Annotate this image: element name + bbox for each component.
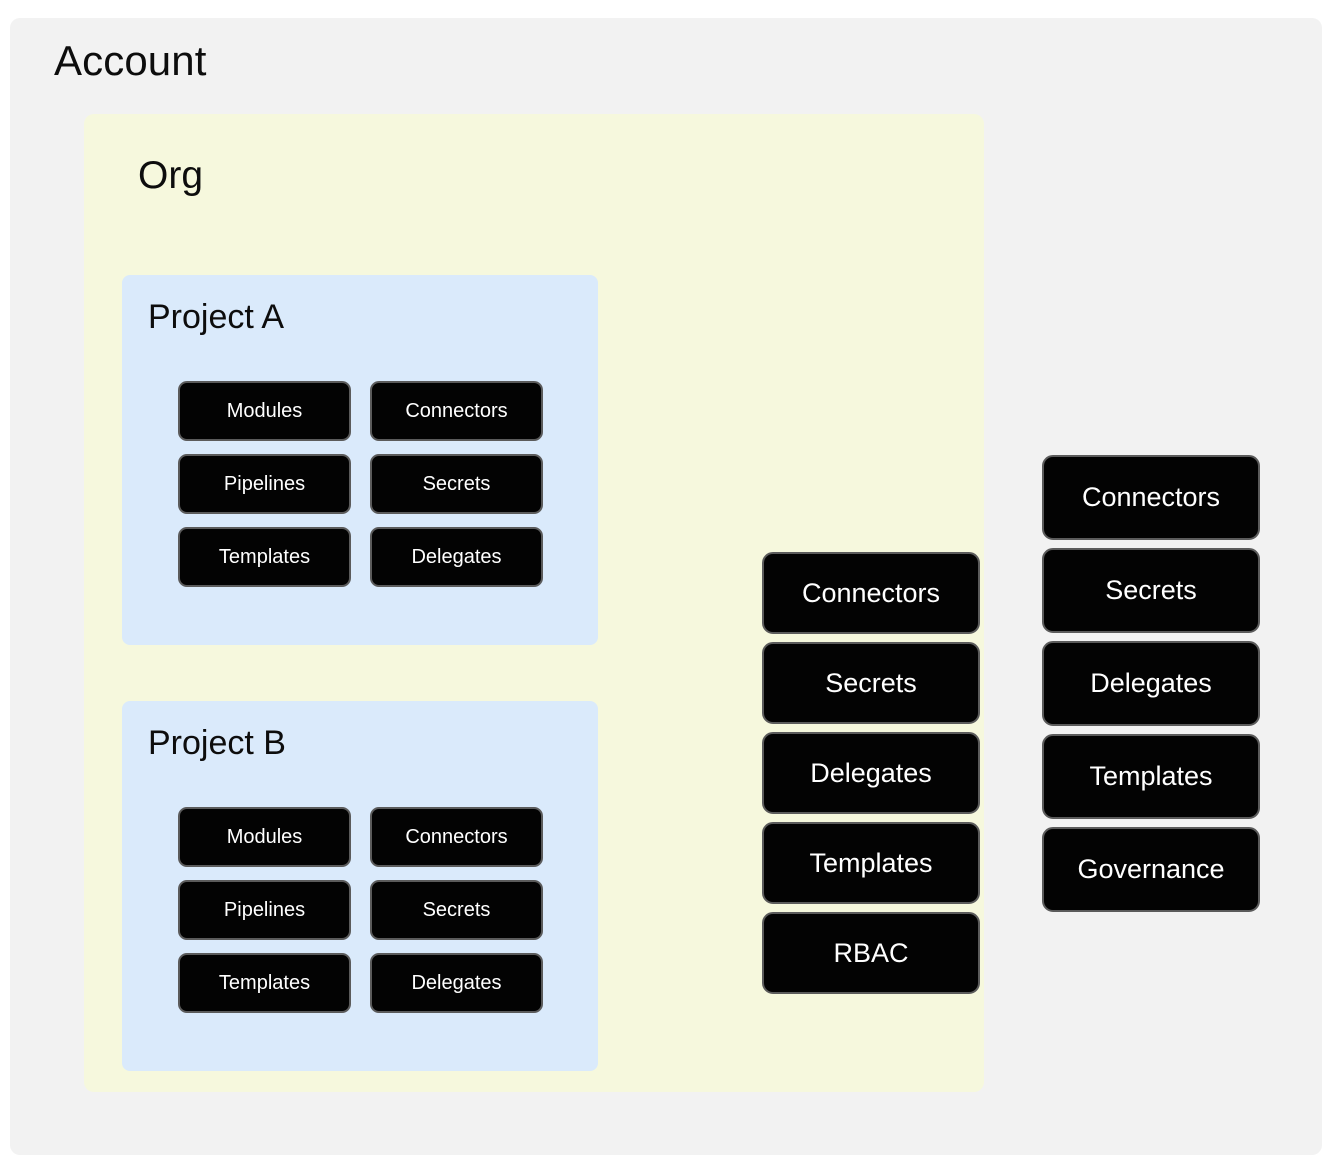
project-a-resource-secrets[interactable]: Secrets: [370, 454, 543, 514]
project-a-resource-modules[interactable]: Modules: [178, 381, 351, 441]
org-scope-container: Org Project A Modules Connectors Pipelin…: [84, 114, 984, 1092]
org-resource-delegates[interactable]: Delegates: [762, 732, 980, 814]
org-title: Org: [138, 154, 204, 197]
account-resource-connectors[interactable]: Connectors: [1042, 455, 1260, 540]
project-b-resource-secrets[interactable]: Secrets: [370, 880, 543, 940]
project-b-resource-pipelines[interactable]: Pipelines: [178, 880, 351, 940]
project-b-resource-templates[interactable]: Templates: [178, 953, 351, 1013]
account-resource-delegates[interactable]: Delegates: [1042, 641, 1260, 726]
account-resource-stack: Connectors Secrets Delegates Templates G…: [1042, 455, 1260, 912]
project-b-title: Project B: [148, 724, 286, 762]
account-title: Account: [54, 37, 207, 84]
org-resource-rbac[interactable]: RBAC: [762, 912, 980, 994]
account-resource-templates[interactable]: Templates: [1042, 734, 1260, 819]
project-a-resource-templates[interactable]: Templates: [178, 527, 351, 587]
project-b-resource-connectors[interactable]: Connectors: [370, 807, 543, 867]
project-b-resource-grid: Modules Connectors Pipelines Secrets Tem…: [178, 807, 543, 1013]
project-b-container: Project B Modules Connectors Pipelines S…: [122, 701, 598, 1071]
account-resource-secrets[interactable]: Secrets: [1042, 548, 1260, 633]
org-resource-connectors[interactable]: Connectors: [762, 552, 980, 634]
org-resource-stack: Connectors Secrets Delegates Templates R…: [762, 552, 980, 994]
project-b-resource-modules[interactable]: Modules: [178, 807, 351, 867]
project-a-resource-pipelines[interactable]: Pipelines: [178, 454, 351, 514]
account-scope-container: Account Org Project A Modules Connectors…: [10, 18, 1322, 1155]
project-a-resource-delegates[interactable]: Delegates: [370, 527, 543, 587]
project-a-resource-grid: Modules Connectors Pipelines Secrets Tem…: [178, 381, 543, 587]
org-resource-secrets[interactable]: Secrets: [762, 642, 980, 724]
account-resource-governance[interactable]: Governance: [1042, 827, 1260, 912]
project-b-resource-delegates[interactable]: Delegates: [370, 953, 543, 1013]
project-a-title: Project A: [148, 298, 285, 336]
project-a-resource-connectors[interactable]: Connectors: [370, 381, 543, 441]
project-a-container: Project A Modules Connectors Pipelines S…: [122, 275, 598, 645]
org-resource-templates[interactable]: Templates: [762, 822, 980, 904]
